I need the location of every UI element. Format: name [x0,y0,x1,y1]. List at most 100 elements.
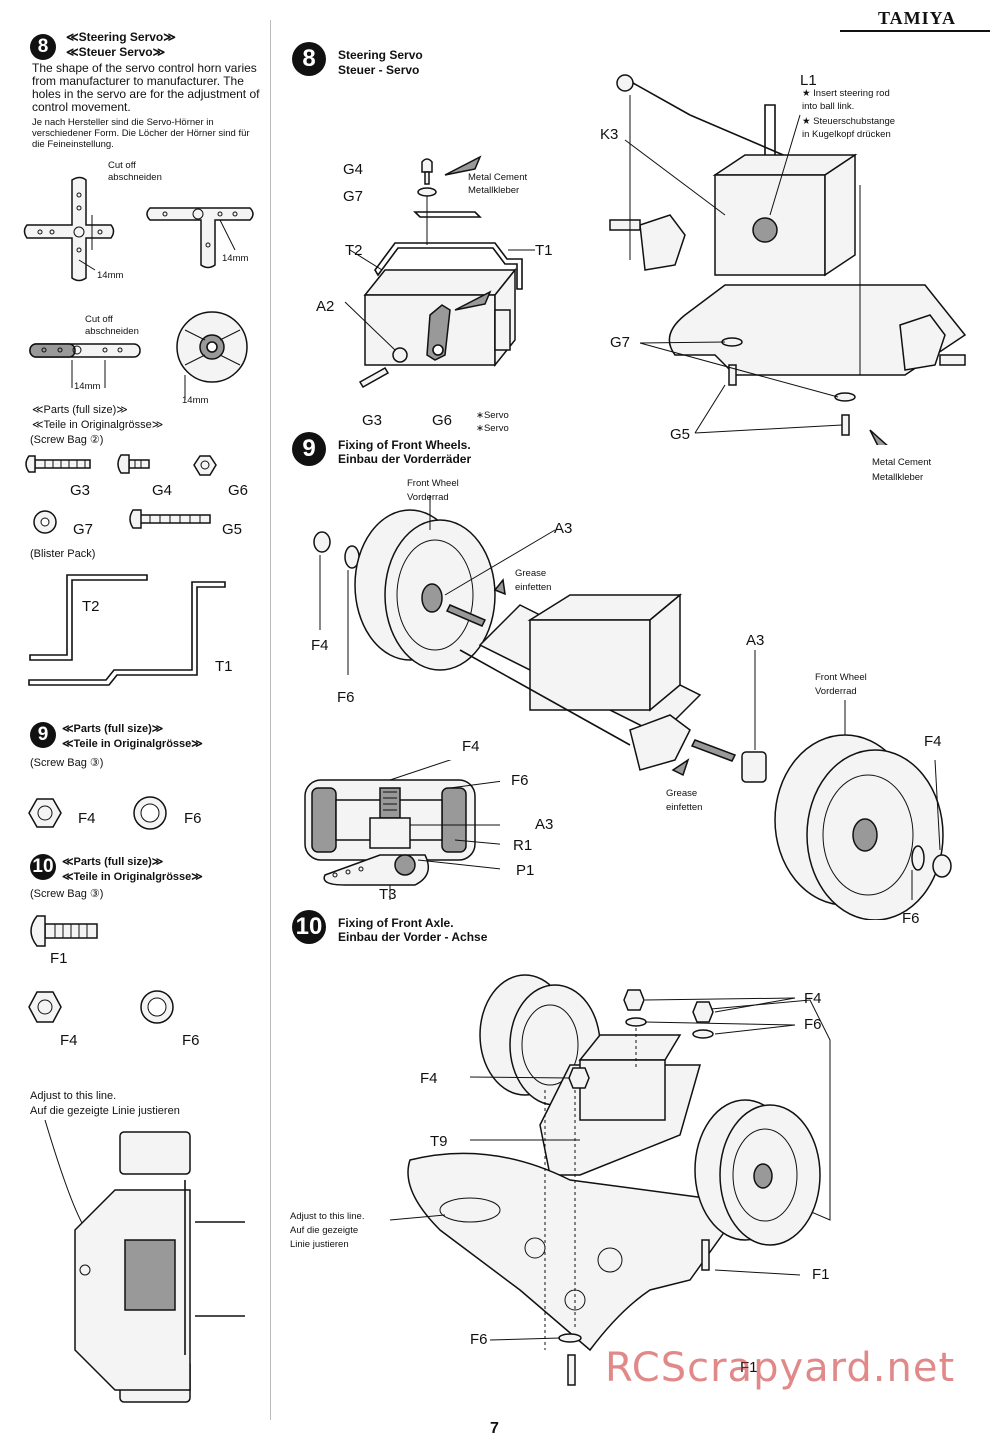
screw-g4-icon [421,158,433,185]
watermark: RCScrapyard.net [605,1345,956,1391]
right-step8-title-de: Steuer - Servo [338,63,420,77]
grease-en-2: Grease [666,788,698,799]
grease-arrow-icon [671,758,690,777]
part-label-f6-step10: F6 [182,1032,200,1049]
label-f4-left-step10: F4 [420,1070,438,1087]
knuckle-right-icon [899,314,966,371]
washer-f6-icon [140,990,174,1024]
label-p1: P1 [516,862,535,879]
left-step9-parts-en: ≪Parts (full size)≫ [62,723,164,735]
label-t3: T3 [379,886,397,903]
front-wheel-right-icon [694,1099,821,1246]
left-step9-bag: (Screw Bag ③) [30,757,104,769]
bracket-t2-icon [29,574,148,661]
label-f6-section: F6 [511,772,529,789]
servo-note-de: ∗Servo [476,423,509,434]
left-step8-parts-en: ≪Parts (full size)≫ [32,404,128,416]
metal-cement-arrow-icon [454,290,492,311]
grease-de-2: einfetten [666,802,703,813]
bracket-label-t1: T1 [215,658,233,675]
dim-label-3: 14mm [74,381,101,392]
label-t1: T1 [535,242,553,259]
dim-label-1: 14mm [97,270,124,281]
washer-f6-icon [692,1029,714,1039]
metal-cement-de-1: Metallkleber [468,185,520,196]
metal-cement-en-1: Metal Cement [468,172,528,183]
chassis-plate-icon [407,1152,742,1352]
left-adjust-en: Adjust to this line. [30,1090,117,1102]
l1-note-en-1: ★ Insert steering rod [802,88,890,99]
metal-cement-arrow-icon [869,429,888,445]
left-step8-title-en: ≪Steering Servo≫ [66,30,176,44]
knuckle-left-icon [609,214,686,271]
right-step10-number: 10 [292,910,326,944]
right-step8-number: 8 [292,42,326,76]
part-label-f6-step9: F6 [184,810,202,827]
label-f1-bottom: F1 [740,1359,758,1376]
front-wheel-de-2: Vorderrad [815,686,857,697]
right-step9-title-en: Fixing of Front Wheels. [338,438,471,452]
step10-parts-icons [28,915,174,1024]
screw-f1-icon [567,1354,576,1386]
part-label-g5: G5 [222,521,243,538]
metal-cement-en-2: Metal Cement [872,457,932,468]
label-l1: L1 [800,72,817,89]
cut-off-label-2: Cut off [85,314,113,325]
nut-f4-icon [623,989,645,1011]
right-step9-title-de: Einbau der Vorderräder [338,452,472,466]
wheel-cross-section [304,760,500,900]
left-step10-parts-de: ≪Teile in Originalgrösse≫ [62,871,203,883]
label-f4-step10: F4 [804,990,822,1007]
front-axle-topview [44,1120,245,1403]
blister-pack-label: (Blister Pack) [30,548,96,560]
half-horn-icon [146,207,254,269]
right-adjust-de-1: Auf die gezeigte [290,1225,359,1236]
column-divider [270,20,271,1420]
nut-f4-icon [932,854,952,878]
screw-f1-icon [30,915,98,947]
l1-note-de-1: ★ Steuerschubstange [802,116,896,127]
washer-f6-icon [133,796,167,830]
label-t2: T2 [345,242,363,259]
left-step9-number: 9 [30,722,56,748]
knuckle-right-icon [629,714,691,771]
nut-f4-icon [28,991,62,1023]
right-step10-title-de: Einbau der Vorder - Achse [338,930,488,944]
label-r1: R1 [513,837,533,854]
ball-end-icon [616,74,691,116]
bracket-t2-icon [413,211,482,218]
part-label-g7: G7 [73,521,94,538]
label-f6-bottom: F6 [470,1331,488,1348]
front-axle-t9-icon [539,1034,701,1176]
front-wheel-en-2: Front Wheel [815,672,867,683]
dim-label-2: 14mm [222,253,249,264]
right-step8-title-en: Steering Servo [338,48,423,62]
front-wheel-left-icon [354,509,496,671]
label-g7: G7 [343,188,364,205]
part-label-f4-step10: F4 [60,1032,78,1049]
header-rule [840,30,990,32]
label-g5: G5 [670,426,691,443]
page-number: 7 [490,1420,499,1437]
label-a3-2: A3 [746,632,765,649]
label-f4-2: F4 [924,733,942,750]
label-a3-1: A3 [554,520,573,537]
metal-cement-de-2: Metallkleber [872,472,924,483]
nut-f4-icon [28,798,62,828]
label-f6-step10: F6 [804,1016,822,1033]
washer-f6-icon [625,1017,647,1027]
screw-g3-icon [358,366,390,389]
part-label-f4-step9: F4 [78,810,96,827]
left-step10-parts-en: ≪Parts (full size)≫ [62,856,164,868]
label-k3: K3 [600,126,619,143]
front-axle-assembly [389,974,831,1386]
label-a3-section: A3 [535,816,554,833]
bracket-label-t2: T2 [82,598,100,615]
nut-f4-icon [692,1001,714,1023]
grease-en-1: Grease [515,568,547,579]
servo-horn-illustrations [23,176,254,400]
left-step8-text-en: The shape of the servo control horn vari… [32,61,260,114]
left-step10-bag: (Screw Bag ③) [30,888,104,900]
axle-a3-icon [445,604,487,627]
screw-g5-icon [728,364,737,386]
